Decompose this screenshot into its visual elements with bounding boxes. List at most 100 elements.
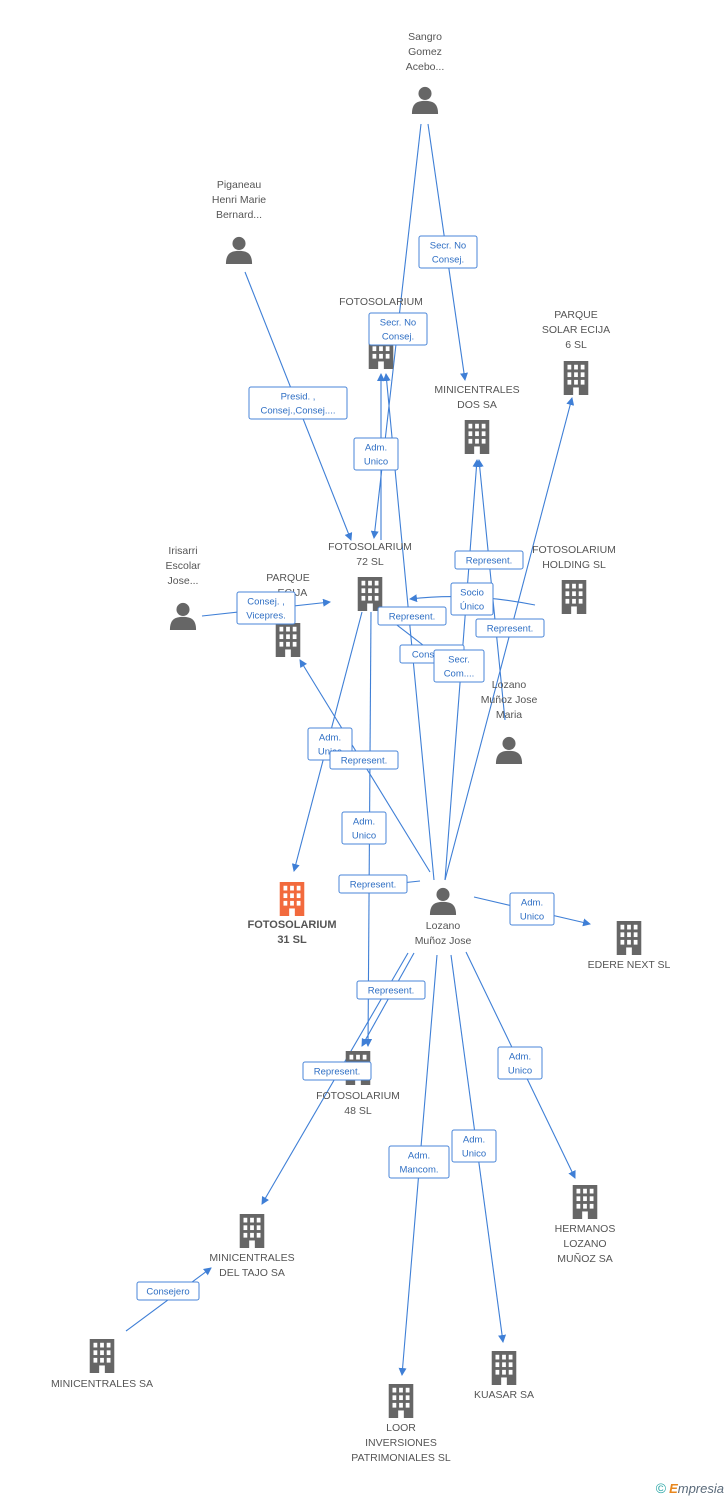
edge-label-e5[interactable]: Represent. bbox=[454, 550, 524, 570]
node-kuasar[interactable]: KUASAR SA bbox=[474, 1351, 534, 1401]
building-icon bbox=[279, 882, 305, 916]
node-label-text: Acebo... bbox=[406, 61, 445, 73]
edge-label-text: Represent. bbox=[314, 1067, 360, 1078]
edge-label-e19[interactable]: Adm.Unico bbox=[497, 1046, 543, 1080]
edge-label-e4[interactable]: Adm.Unico bbox=[353, 437, 399, 471]
node-label-text: Jose... bbox=[168, 575, 199, 587]
edge-label-e21[interactable]: Adm.Mancom. bbox=[388, 1145, 450, 1179]
edge-label-text: Secr. bbox=[448, 655, 470, 666]
edge-label-e20[interactable]: Adm.Unico bbox=[451, 1129, 497, 1163]
edge-label-box bbox=[433, 649, 485, 683]
edge-label-e2[interactable]: Secr. No Consej. bbox=[368, 312, 428, 346]
edge-label-box bbox=[329, 750, 399, 770]
edge-label-box bbox=[353, 437, 399, 471]
edge-label-text: Vicepres. bbox=[246, 611, 285, 622]
node-label-text: EDERE NEXT SL bbox=[588, 959, 671, 971]
edge-label-e8[interactable]: Represent. bbox=[377, 606, 447, 626]
edge-label-e11[interactable]: Secr.Com.... bbox=[433, 649, 485, 683]
edge-line-e7 bbox=[444, 397, 575, 881]
edge-label-e17[interactable]: Represent. bbox=[356, 980, 426, 1000]
edge-label-text: Consej.... bbox=[412, 650, 452, 661]
node-label-text: FOTOSOLARIUM bbox=[316, 1090, 400, 1102]
building-icon bbox=[464, 420, 490, 454]
node-label-text: Muñoz Jose bbox=[481, 694, 538, 706]
edge-label-text: Represent. bbox=[466, 556, 512, 567]
building-icon bbox=[388, 1384, 414, 1418]
node-label-text: FOTOSOLARIUM bbox=[532, 544, 616, 556]
building-icon bbox=[572, 1185, 598, 1219]
node-label-text: MINICENTRALES bbox=[209, 1252, 294, 1264]
edge-label-e7[interactable]: Represent. bbox=[475, 618, 545, 638]
edge-label-e14[interactable]: Adm.Unico bbox=[341, 811, 387, 845]
node-label-text: MUÑOZ SA bbox=[557, 1252, 612, 1265]
node-label-text: Gomez bbox=[408, 46, 442, 58]
edge-label-box bbox=[136, 1281, 200, 1301]
edge-label-text: Adm. bbox=[509, 1052, 531, 1063]
edge-label-e18[interactable]: Represent. bbox=[302, 1061, 372, 1081]
edge-label-text: Unico bbox=[520, 912, 544, 923]
edge-label-box bbox=[368, 312, 428, 346]
edge-label-text: Represent. bbox=[350, 880, 396, 891]
building-icon bbox=[239, 1214, 265, 1248]
node-label-text: 6 SL bbox=[565, 339, 587, 351]
edge-label-box bbox=[454, 550, 524, 570]
node-label-text: LOOR bbox=[386, 1422, 416, 1434]
edge-label-text: Consej.,Consej.... bbox=[261, 406, 336, 417]
building-icon bbox=[357, 577, 383, 611]
node-edere[interactable]: EDERE NEXT SL bbox=[588, 921, 671, 971]
brand-initial: E bbox=[669, 1481, 678, 1496]
node-sangro[interactable]: SangroGomezAcebo... bbox=[406, 31, 445, 114]
node-irisarri[interactable]: IrisarriEscolarJose... bbox=[165, 545, 201, 630]
node-label-text: Henri Marie bbox=[212, 194, 266, 206]
node-label-text: FOTOSOLARIUM bbox=[339, 296, 423, 308]
edge-label-e22[interactable]: Consejero bbox=[136, 1281, 200, 1301]
edge-label-text: Represent. bbox=[487, 624, 533, 635]
edge-label-e16[interactable]: Adm. Unico bbox=[509, 892, 555, 926]
node-label-text: DOS SA bbox=[457, 399, 497, 411]
edge-label-e15[interactable]: Represent. bbox=[338, 874, 408, 894]
building-icon bbox=[561, 580, 587, 614]
edge-label-box bbox=[236, 591, 296, 625]
node-minicentrales_sa[interactable]: MINICENTRALES SA bbox=[51, 1339, 153, 1390]
edge-label-text: Secr. No bbox=[380, 318, 416, 329]
edge-label-text: Mancom. bbox=[399, 1165, 438, 1176]
edge-label-text: Secr. No bbox=[430, 241, 466, 252]
edge-label-e9[interactable]: Consej. , Vicepres. bbox=[236, 591, 296, 625]
building-icon bbox=[616, 921, 642, 955]
edge-label-box bbox=[451, 1129, 497, 1163]
edge-label-text: Represent. bbox=[341, 756, 387, 767]
edge-label-text: Adm. bbox=[365, 443, 387, 454]
edge-label-text: Represent. bbox=[389, 612, 435, 623]
node-label-text: Bernard... bbox=[216, 209, 262, 221]
edge-label-box bbox=[248, 386, 348, 420]
edge-label-text: Consej. bbox=[382, 332, 414, 343]
node-label-text: FOTOSOLARIUM bbox=[247, 919, 336, 931]
building-icon bbox=[275, 623, 301, 657]
edge-label-box bbox=[302, 1061, 372, 1081]
node-label-text: Muñoz Jose bbox=[415, 935, 472, 947]
edge-label-text: Represent. bbox=[368, 986, 414, 997]
edge-label-box bbox=[377, 606, 447, 626]
edge-label-text: Adm. bbox=[463, 1135, 485, 1146]
edge-label-text: Adm. bbox=[521, 898, 543, 909]
edge-label-e13[interactable]: Represent. bbox=[329, 750, 399, 770]
edge-label-e3[interactable]: Presid. ,Consej.,Consej.... bbox=[248, 386, 348, 420]
edge-label-text: Consej. , bbox=[247, 597, 285, 608]
node-label-text: SOLAR ECIJA bbox=[542, 324, 610, 336]
node-label-text: KUASAR SA bbox=[474, 1389, 534, 1401]
node-label-text: 72 SL bbox=[356, 556, 384, 568]
